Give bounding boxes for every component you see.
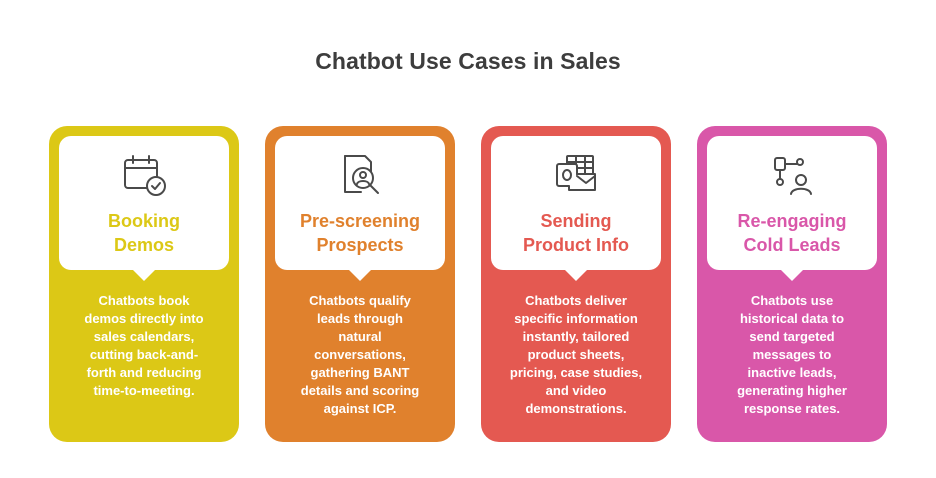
desc-line: sales calendars,	[93, 329, 195, 344]
card-booking-demos: Booking Demos Chatbots book demos direct…	[49, 126, 239, 442]
desc-line: instantly, tailored	[522, 329, 630, 344]
desc-line: forth and reducing	[86, 365, 202, 380]
desc-line: Chatbots use	[750, 293, 834, 308]
desc-line: conversations,	[314, 347, 406, 362]
heading-line: Booking	[108, 211, 180, 231]
desc-line: messages to	[752, 347, 832, 362]
desc-line: inactive leads,	[747, 365, 837, 380]
card-description: Chatbots use historical data to send tar…	[709, 292, 875, 418]
desc-line: Chatbots qualify	[309, 293, 411, 308]
desc-line: natural	[338, 329, 382, 344]
desc-line: product sheets,	[527, 347, 625, 362]
heading-line: Cold Leads	[743, 235, 841, 255]
heading-line: Prospects	[316, 235, 404, 255]
desc-line: time-to-meeting.	[93, 383, 195, 398]
card-header-panel: Pre-screening Prospects	[275, 136, 445, 281]
desc-line: pricing, case studies,	[509, 365, 643, 380]
card-description: Chatbots qualify leads through natural c…	[277, 292, 443, 418]
card-heading: Pre-screening Prospects	[275, 209, 445, 257]
card-re-engaging-cold-leads: Re-engaging Cold Leads Chatbots use hist…	[697, 126, 887, 442]
heading-line: Re-engaging	[737, 211, 847, 231]
person-network-icon	[767, 150, 817, 200]
card-heading: Booking Demos	[59, 209, 229, 257]
desc-line: Chatbots book	[98, 293, 190, 308]
desc-line: details and scoring	[300, 383, 420, 398]
card-header-panel: Sending Product Info	[491, 136, 661, 281]
heading-line: Product Info	[523, 235, 629, 255]
profile-search-icon	[335, 150, 385, 200]
desc-line: and video	[545, 383, 607, 398]
card-heading: Sending Product Info	[491, 209, 661, 257]
desc-line: response rates.	[743, 401, 841, 416]
card-description: Chatbots deliver specific information in…	[493, 292, 659, 418]
card-header-panel: Re-engaging Cold Leads	[707, 136, 877, 281]
desc-line: generating higher	[737, 383, 847, 398]
card-pre-screening-prospects: Pre-screening Prospects Chatbots qualify…	[265, 126, 455, 442]
desc-line: demos directly into	[84, 311, 204, 326]
outlook-mail-icon	[551, 150, 601, 200]
desc-line: historical data to	[739, 311, 845, 326]
card-description: Chatbots book demos directly into sales …	[61, 292, 227, 400]
heading-line: Pre-screening	[299, 211, 421, 231]
heading-line: Sending	[540, 211, 612, 231]
desc-line: cutting back-and-	[89, 347, 199, 362]
calendar-check-icon	[119, 150, 169, 200]
heading-line: Demos	[113, 235, 175, 255]
card-heading: Re-engaging Cold Leads	[707, 209, 877, 257]
card-sending-product-info: Sending Product Info Chatbots deliver sp…	[481, 126, 671, 442]
desc-line: leads through	[317, 311, 403, 326]
card-header-panel: Booking Demos	[59, 136, 229, 281]
desc-line: send targeted	[749, 329, 835, 344]
desc-line: Chatbots deliver	[525, 293, 627, 308]
desc-line: specific information	[514, 311, 638, 326]
desc-line: demonstrations.	[525, 401, 627, 416]
diagram-title: Chatbot Use Cases in Sales	[315, 48, 621, 74]
desc-line: gathering BANT	[310, 365, 410, 380]
desc-line: against ICP.	[323, 401, 397, 416]
